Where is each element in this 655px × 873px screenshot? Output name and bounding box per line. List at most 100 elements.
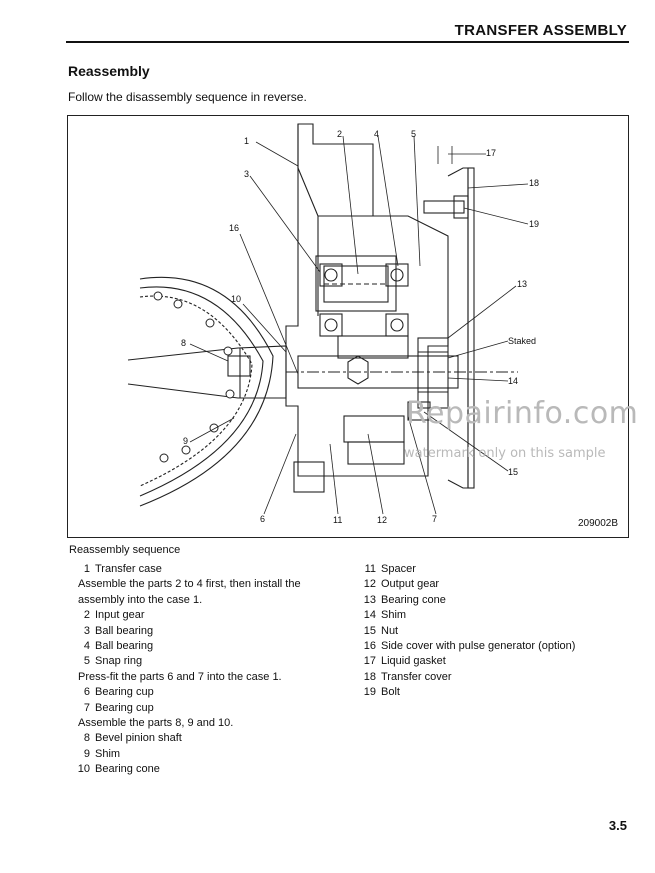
- sequence-item-label: Snap ring: [95, 655, 143, 668]
- sequence-item-number: 13: [363, 593, 376, 606]
- sequence-item-label: Liquid gasket: [381, 655, 446, 668]
- sequence-item-number: 19: [363, 686, 376, 699]
- sequence-item-label: Ball bearing: [95, 624, 154, 637]
- sequence-item: 14 Shim: [356, 608, 575, 623]
- sequence-item-label: Output gear: [381, 578, 440, 591]
- sequence-item-label: Bearing cone: [381, 593, 446, 606]
- callout-17: 17: [486, 148, 497, 158]
- callout-staked: Staked: [508, 336, 537, 346]
- sequence-item-number: 7: [83, 701, 90, 714]
- sequence-list-right: 11 Spacer 12 Output gear 13 Bearing cone 14 Shi…: [356, 562, 576, 701]
- callout-2: 2: [337, 129, 343, 139]
- sequence-item-label: Transfer cover: [381, 670, 452, 683]
- sequence-item-number: 9: [83, 747, 90, 760]
- sequence-item-label: Bearing cup: [95, 686, 154, 699]
- sequence-item-number: 4: [83, 639, 90, 652]
- sequence-note: Press-fit the parts 6 and 7 into the cas…: [70, 670, 301, 685]
- sequence-item: 11 Spacer: [356, 562, 575, 577]
- callout-4: 4: [374, 129, 380, 139]
- assembly-drawing: [127, 123, 529, 515]
- sequence-item-label: Bearing cone: [95, 763, 160, 776]
- sequence-note-text: assembly into the case 1.: [78, 593, 203, 606]
- watermark-sub: watermark only on this sample: [404, 446, 606, 461]
- callout-3: 3: [244, 169, 250, 179]
- callout-7: 7: [432, 514, 438, 524]
- ring-gear-outline: [139, 276, 274, 507]
- sequence-item: 12 Output gear: [356, 577, 575, 592]
- callout-10: 10: [231, 294, 242, 304]
- sequence-item: 13 Bearing cone: [356, 593, 575, 608]
- sequence-note-text: Press-fit the parts 6 and 7 into the cas…: [78, 670, 282, 683]
- callout-14: 14: [508, 376, 519, 386]
- sequence-item-label: Bearing cup: [95, 701, 154, 714]
- sequence-item-number: 3: [83, 624, 90, 637]
- callout-5: 5: [411, 129, 417, 139]
- sequence-item-number: 18: [363, 670, 376, 683]
- sequence-item: 1 Transfer case: [70, 562, 301, 577]
- intro-text: Follow the disassembly sequence in rever…: [68, 90, 307, 104]
- sequence-item-number: 11: [364, 563, 376, 575]
- sequence-item: 2 Input gear: [70, 608, 301, 623]
- sequence-item-label: Spacer: [381, 563, 416, 575]
- callout-11: 11: [333, 515, 343, 525]
- sequence-item: 4 Ball bearing: [70, 639, 301, 654]
- callout-12: 12: [377, 515, 388, 525]
- sequence-item-number: 6: [83, 686, 90, 699]
- sequence-caption: Reassembly sequence: [69, 544, 181, 556]
- sequence-note: Assemble the parts 2 to 4 first, then in…: [70, 577, 301, 592]
- sequence-item-number: 14: [363, 609, 376, 622]
- figure-id: 209002B: [577, 518, 618, 529]
- sequence-item: 8 Bevel pinion shaft: [70, 731, 301, 746]
- sequence-item-number: 10: [77, 763, 90, 776]
- header-rule: [66, 41, 629, 43]
- sequence-item: 7 Bearing cup: [70, 701, 301, 716]
- callout-6: 6: [260, 514, 266, 524]
- sequence-item: 10 Bearing cone: [70, 762, 301, 777]
- assembly-figure: 1 2 3 4 5 6 7 8 9 10 11 12 13 14 15 16 1…: [67, 115, 638, 538]
- sequence-item-number: 1: [83, 563, 90, 575]
- sequence-item-label: Transfer case: [95, 563, 162, 575]
- sequence-note: Assemble the parts 8, 9 and 10.: [70, 716, 301, 731]
- callout-16: 16: [229, 223, 240, 233]
- sequence-item: 6 Bearing cup: [70, 685, 301, 700]
- callout-13: 13: [517, 279, 528, 289]
- sequence-item-label: Side cover with pulse generator (option): [381, 639, 576, 652]
- sequence-item: 17 Liquid gasket: [356, 654, 575, 669]
- callout-15: 15: [508, 467, 519, 477]
- sequence-item-number: 5: [83, 655, 90, 668]
- sequence-item-label: Shim: [95, 747, 121, 760]
- watermark-main: Repairinfo.com: [406, 396, 639, 431]
- sequence-item: 18 Transfer cover: [356, 670, 575, 685]
- sequence-item: 19 Bolt: [356, 685, 575, 700]
- callout-1: 1: [244, 136, 250, 146]
- page-number: 3.5: [608, 818, 627, 833]
- sequence-item-number: 2: [83, 609, 90, 622]
- sequence-item-label: Ball bearing: [95, 639, 154, 652]
- sequence-item-number: 15: [363, 624, 376, 637]
- sequence-item: 15 Nut: [356, 624, 575, 639]
- sequence-item-label: Nut: [381, 624, 399, 637]
- sequence-item: 9 Shim: [70, 747, 301, 762]
- sequence-item-number: 17: [363, 655, 376, 668]
- sequence-item-number: 12: [363, 578, 376, 591]
- sequence-item-label: Input gear: [95, 609, 145, 622]
- section-title: Reassembly: [68, 63, 150, 79]
- sequence-item-label: Shim: [381, 609, 407, 622]
- transfer-cover: [447, 167, 469, 489]
- sequence-item: 3 Ball bearing: [70, 624, 301, 639]
- sequence-note-text: Assemble the parts 2 to 4 first, then in…: [78, 578, 301, 591]
- sequence-item-label: Bolt: [381, 686, 400, 699]
- callout-8: 8: [181, 338, 187, 348]
- sequence-item: 5 Snap ring: [70, 654, 301, 669]
- sequence-item: 16 Side cover with pulse generator (optio…: [356, 639, 576, 654]
- sequence-note-text: Assemble the parts 8, 9 and 10.: [78, 716, 234, 729]
- sequence-item-number: 16: [363, 639, 376, 652]
- sequence-item-label: Bevel pinion shaft: [95, 732, 182, 745]
- callout-9: 9: [183, 436, 189, 446]
- sequence-note: assembly into the case 1.: [70, 593, 301, 608]
- sequence-item-number: 8: [83, 732, 90, 745]
- callout-18: 18: [529, 178, 540, 188]
- header-title: TRANSFER ASSEMBLY: [454, 22, 627, 39]
- callout-19: 19: [529, 219, 540, 229]
